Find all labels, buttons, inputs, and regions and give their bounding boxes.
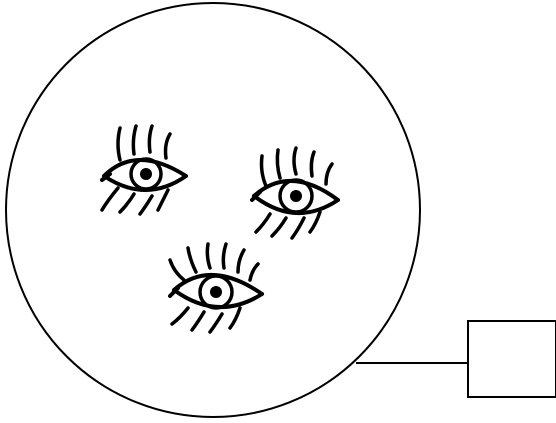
empty-box	[468, 321, 556, 397]
eye-1-icon	[102, 126, 186, 214]
eye-2-icon	[252, 148, 338, 238]
eye-3-icon	[170, 244, 262, 332]
container-circle	[6, 3, 420, 417]
